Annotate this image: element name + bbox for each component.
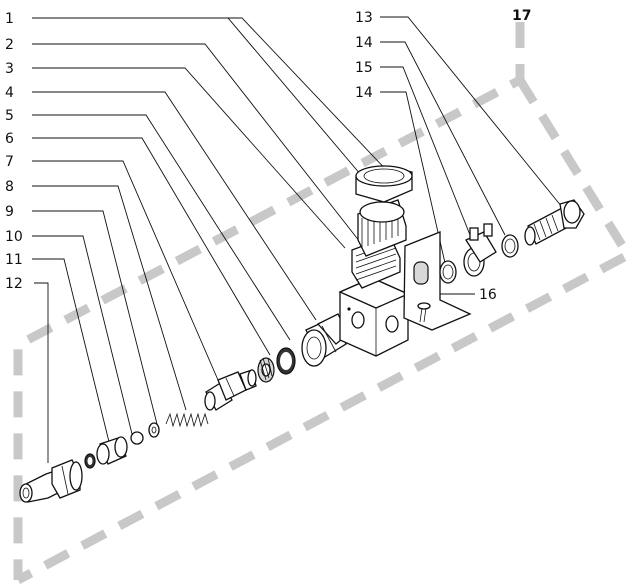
- callout-14b: 14: [355, 85, 373, 101]
- part-8-washer: [148, 422, 160, 438]
- callout-17: 17: [512, 8, 531, 24]
- callout-1: 1: [5, 11, 14, 27]
- callout-labels: 1 2 3 4 5 6 7 8 9 10 11 12 13 14 15 14 1…: [5, 8, 531, 303]
- callout-5: 5: [5, 108, 14, 124]
- leader-lines: [32, 16, 567, 463]
- part-5-threaded-ring: [257, 357, 275, 383]
- callout-15: 15: [355, 60, 373, 76]
- part-9-ball: [130, 431, 144, 445]
- callout-14a: 14: [355, 35, 373, 51]
- part-10-sleeve: [96, 436, 128, 465]
- callout-6: 6: [5, 131, 14, 147]
- callout-4: 4: [5, 85, 14, 101]
- part-15-banjo-fitting: [463, 223, 497, 277]
- part-16-screw: [417, 302, 431, 323]
- callout-16: 16: [479, 287, 497, 303]
- callout-8: 8: [5, 179, 14, 195]
- callout-12: 12: [5, 276, 23, 292]
- part-6-valve-seat: [204, 369, 257, 411]
- part-13-banjo-bolt: [524, 199, 585, 246]
- part-1-lock-nut: [355, 165, 413, 203]
- callout-3: 3: [5, 61, 14, 77]
- callout-10: 10: [5, 229, 23, 245]
- kit-boundary-dashed: [13, 22, 634, 584]
- part-11-o-ring-hole: [87, 457, 93, 465]
- part-14-washer-left: [439, 260, 457, 284]
- callout-7: 7: [5, 154, 14, 170]
- part-7-spring: [165, 412, 209, 428]
- part-14-washer-right: [501, 234, 519, 258]
- part-4-o-ring-hole: [280, 352, 292, 370]
- callout-2: 2: [5, 37, 14, 53]
- callout-9: 9: [5, 204, 14, 220]
- part-12-hose-barb: [19, 459, 83, 503]
- callout-13: 13: [355, 10, 373, 26]
- callout-11: 11: [5, 252, 23, 268]
